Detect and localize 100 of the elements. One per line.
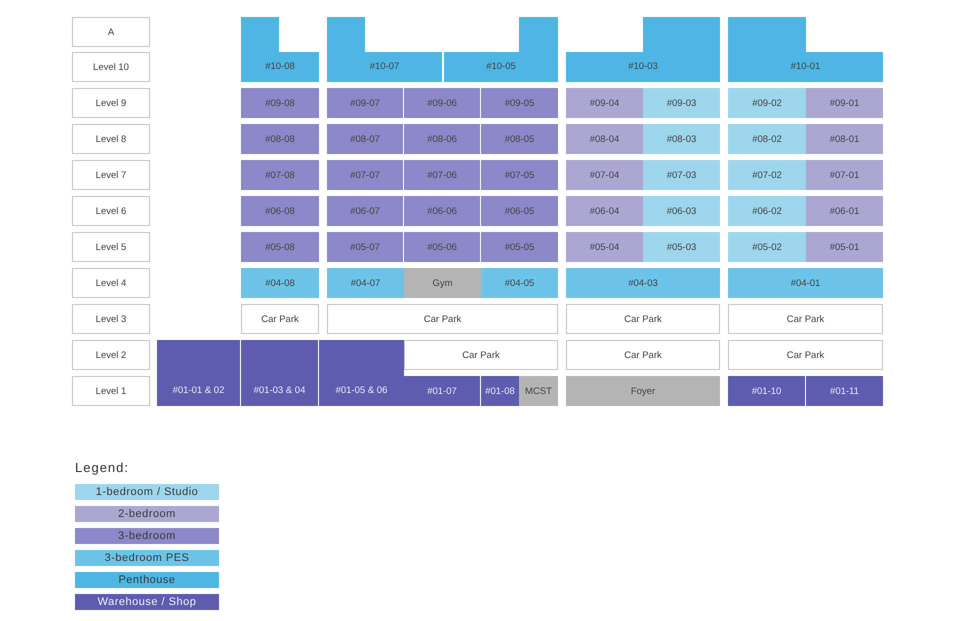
unit-number: #01-11 bbox=[830, 386, 859, 396]
unit-number: #09-02 bbox=[752, 98, 782, 108]
area-name: Car Park bbox=[462, 350, 500, 360]
level-text: Level 6 bbox=[96, 206, 126, 216]
unit-number: #06-04 bbox=[590, 206, 620, 216]
area-name: Car Park bbox=[261, 314, 299, 324]
car-park-cell bbox=[404, 340, 558, 370]
unit-cell bbox=[566, 196, 643, 226]
shop-unit bbox=[157, 340, 240, 406]
unit-number: #06-01 bbox=[830, 206, 860, 216]
unit-number: #07-06 bbox=[427, 170, 457, 180]
level-label bbox=[72, 17, 150, 47]
unit-number: #07-01 bbox=[830, 170, 860, 180]
unit-cell bbox=[481, 88, 558, 118]
unit-number: #09-05 bbox=[504, 98, 534, 108]
level-label bbox=[72, 304, 150, 334]
shop-unit bbox=[241, 340, 318, 406]
unit-cell bbox=[241, 268, 319, 298]
unit-cell bbox=[327, 268, 404, 298]
area-name: MCST bbox=[525, 386, 552, 396]
unit-cell bbox=[404, 88, 480, 118]
unit-number: #08-03 bbox=[666, 134, 696, 144]
unit-number: #09-04 bbox=[590, 98, 620, 108]
unit-number: #10-01 bbox=[790, 61, 820, 72]
unit-cell bbox=[327, 196, 403, 226]
level-label bbox=[72, 196, 150, 226]
unit-number: #06-03 bbox=[666, 206, 696, 216]
unit-cell bbox=[643, 124, 720, 154]
unit-cell bbox=[481, 268, 558, 298]
unit-number: #04-08 bbox=[265, 278, 295, 288]
level-text: Level 2 bbox=[96, 350, 126, 360]
car-park-cell bbox=[566, 340, 720, 370]
level-label bbox=[72, 340, 150, 370]
level-text: Level 4 bbox=[96, 278, 126, 288]
unit-number: #05-01 bbox=[830, 242, 860, 252]
unit-number: #05-08 bbox=[265, 242, 295, 252]
shop-unit bbox=[728, 376, 805, 406]
legend-text: 1-bedroom / Studio bbox=[96, 486, 198, 498]
unit-cell bbox=[241, 160, 319, 190]
unit-number: #01-01 & 02 bbox=[172, 385, 224, 396]
unit-number: #08-06 bbox=[427, 134, 457, 144]
unit-number: #05-03 bbox=[666, 242, 696, 252]
unit-cell bbox=[806, 196, 883, 226]
unit-cell bbox=[806, 232, 883, 262]
unit-number: #10-08 bbox=[265, 61, 295, 72]
unit-number: #10-07 bbox=[370, 61, 400, 72]
unit-number: #07-07 bbox=[350, 170, 380, 180]
unit-number: #05-06 bbox=[427, 242, 457, 252]
unit-cell bbox=[327, 232, 403, 262]
unit-number: #08-08 bbox=[265, 134, 295, 144]
level-label bbox=[72, 88, 150, 118]
unit-number: #08-04 bbox=[590, 134, 620, 144]
unit-cell bbox=[404, 196, 480, 226]
unit-cell bbox=[566, 124, 643, 154]
shop-unit bbox=[319, 340, 404, 406]
penthouse-unit bbox=[444, 17, 558, 82]
unit-cell bbox=[566, 268, 720, 298]
car-park-cell bbox=[566, 304, 720, 334]
level-text: Level 7 bbox=[96, 170, 126, 180]
area-name: Car Park bbox=[424, 314, 462, 324]
unit-number: #01-10 bbox=[752, 386, 782, 396]
level-text: Level 3 bbox=[96, 314, 126, 324]
legend-title: Legend: bbox=[75, 460, 129, 475]
shop-unit bbox=[404, 376, 480, 406]
unit-number: #07-04 bbox=[590, 170, 620, 180]
unit-cell bbox=[481, 124, 558, 154]
unit-cell bbox=[643, 88, 720, 118]
unit-number: #04-05 bbox=[504, 278, 534, 288]
facility-cell bbox=[566, 376, 720, 406]
car-park-cell bbox=[728, 304, 883, 334]
unit-cell bbox=[643, 160, 720, 190]
unit-cell bbox=[241, 232, 319, 262]
car-park-cell bbox=[241, 304, 319, 334]
unit-cell bbox=[728, 88, 806, 118]
unit-cell bbox=[327, 124, 403, 154]
legend-text: 3-bedroom bbox=[118, 530, 176, 542]
unit-cell bbox=[404, 232, 480, 262]
unit-cell bbox=[643, 232, 720, 262]
shop-unit bbox=[481, 376, 519, 406]
facility-cell bbox=[519, 376, 558, 406]
unit-number: #05-05 bbox=[504, 242, 534, 252]
unit-number: #01-08 bbox=[485, 386, 515, 396]
unit-cell bbox=[728, 124, 806, 154]
penthouse-unit bbox=[566, 17, 720, 82]
level-label bbox=[72, 376, 150, 406]
unit-number: #08-07 bbox=[350, 134, 380, 144]
unit-number: #01-03 & 04 bbox=[254, 385, 306, 396]
unit-number: #09-06 bbox=[427, 98, 457, 108]
unit-number: #06-07 bbox=[350, 206, 380, 216]
area-name: Car Park bbox=[786, 350, 824, 360]
legend-text: Penthouse bbox=[118, 574, 176, 586]
level-text: Level 5 bbox=[96, 242, 126, 252]
area-name: Gym bbox=[432, 278, 453, 288]
legend-text: Warehouse / Shop bbox=[98, 596, 196, 608]
unit-cell bbox=[728, 268, 883, 298]
unit-cell bbox=[241, 124, 319, 154]
unit-cell bbox=[728, 196, 806, 226]
unit-cell bbox=[241, 196, 319, 226]
level-text: A bbox=[108, 26, 114, 38]
unit-number: #07-05 bbox=[504, 170, 534, 180]
